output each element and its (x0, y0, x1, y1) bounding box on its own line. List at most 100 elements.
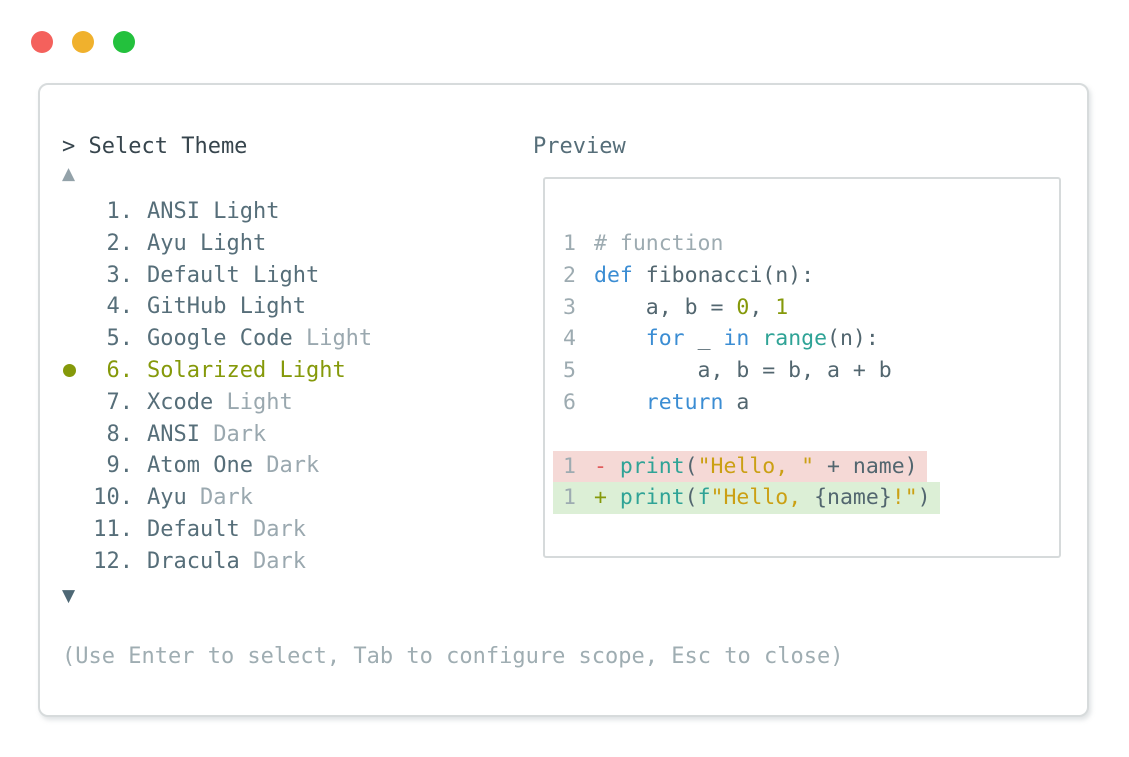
code-line: 5 a, b = b, a + b (545, 355, 1059, 387)
line-number: 6 (563, 389, 576, 415)
bullet-placeholder (56, 228, 82, 260)
selected-bullet-icon (56, 355, 82, 387)
zoom-button[interactable] (113, 31, 135, 53)
bullet-placeholder (56, 450, 82, 482)
bullet-placeholder (56, 514, 82, 546)
code-token-function: print (619, 485, 685, 511)
code-token-plain: ( (684, 453, 698, 479)
code-token-plain: {name} (814, 485, 892, 511)
theme-list-item[interactable]: 11. Default Dark (40, 514, 520, 546)
code-token-keyword: for (645, 326, 685, 352)
code-line: 1 # function (545, 228, 1059, 260)
theme-list-item[interactable]: 3. Default Light (40, 260, 520, 292)
code-token-string: !" (891, 485, 918, 511)
theme-item-label: Ayu Light (147, 230, 267, 256)
code-token-keyword: def (594, 262, 633, 288)
code-token-keyword: in (723, 326, 750, 352)
theme-item-label: Default Light (147, 262, 320, 288)
theme-item-label: Dracula Dark (147, 548, 306, 574)
code-token-function: f (697, 485, 711, 511)
code-token-plain: (n): (827, 326, 879, 352)
theme-list-item[interactable]: 5.Google Code Light (40, 323, 520, 355)
bullet-placeholder (56, 482, 82, 514)
theme-item-number: 3. (106, 262, 134, 288)
theme-item-label: Xcode Light (147, 389, 293, 415)
theme-list-item[interactable]: 10. Ayu Dark (40, 482, 520, 514)
theme-list-item[interactable]: 6. Solarized Light (40, 355, 520, 387)
theme-item-number: 1. (106, 199, 134, 224)
code-token-plain (749, 326, 762, 351)
code-line: 4 for _ in range(n): (545, 323, 1059, 355)
code-block: 1 # function 2 def fibonacci(n): 3 a, b = 0,… (545, 179, 1059, 515)
code-line: 3 a, b = 0, 1 (545, 292, 1059, 324)
theme-list-item[interactable]: 1.ANSI Light (40, 196, 520, 228)
line-number: 1 (563, 453, 576, 479)
code-token-plain (594, 326, 646, 351)
line-number: 1 (563, 231, 576, 256)
theme-list-item[interactable]: 2.Ayu Light (40, 228, 520, 260)
theme-item-label: Atom One Dark (147, 453, 320, 479)
bullet-placeholder (56, 546, 82, 578)
theme-item-number: 12. (93, 548, 133, 574)
theme-item-number: 4. (106, 294, 134, 320)
scroll-down-icon[interactable]: ▼ (62, 586, 76, 606)
code-token-plain: ) (917, 485, 931, 511)
diff-added-line: 1+ print(f"Hello, {name}!") (545, 482, 1059, 515)
code-blank-line (545, 419, 1059, 451)
bullet-placeholder (56, 387, 82, 419)
scroll-up-icon[interactable]: ▲ (62, 164, 76, 184)
code-token-plain: fibonacci(n): (632, 262, 815, 288)
code-line: 2 def fibonacci(n): (545, 260, 1059, 292)
theme-list-item[interactable]: 4. GitHub Light (40, 291, 520, 323)
code-preview-box: 1 # function 2 def fibonacci(n): 3 a, b = 0,… (543, 177, 1061, 558)
code-token-keyword: return (645, 389, 724, 415)
line-number: 2 (563, 262, 576, 288)
select-theme-prompt: > Select Theme (62, 134, 248, 159)
theme-list-item[interactable]: 8.ANSI Dark (40, 419, 520, 451)
theme-item-number: 11. (93, 516, 133, 542)
window-controls (31, 31, 135, 53)
theme-list-item[interactable]: 9. Atom One Dark (40, 450, 520, 482)
line-number: 4 (563, 326, 576, 352)
theme-item-label: Default Dark (147, 516, 306, 542)
code-token-number: 1 (775, 294, 789, 320)
code-token-string: "Hello, (710, 485, 815, 511)
code-token-plain (594, 390, 646, 415)
line-number: 3 (563, 294, 576, 320)
code-token-comment: # function (594, 231, 724, 256)
code-token-number: 0 (736, 294, 750, 320)
bullet-placeholder (56, 291, 82, 323)
line-number: 1 (563, 485, 576, 511)
diff-removed-line: 1- print("Hello, " + name) (545, 450, 1059, 483)
code-token-plain: + name) (814, 453, 918, 479)
theme-item-number: 6. (106, 357, 134, 383)
theme-item-number: 10. (93, 485, 133, 511)
minimize-button[interactable] (72, 31, 94, 53)
theme-item-number: 9. (106, 453, 134, 479)
theme-item-label: GitHub Light (147, 294, 306, 320)
code-token-function: print (619, 453, 685, 479)
code-token-function: range (762, 326, 828, 352)
code-token-plain: a, b = (594, 294, 737, 320)
code-line: 6 return a (545, 387, 1059, 419)
bullet-placeholder (56, 196, 82, 228)
theme-item-number: 7. (106, 389, 134, 415)
code-token-diff_minus: - (594, 453, 620, 479)
theme-list-item[interactable]: 12. Dracula Dark (40, 546, 520, 578)
theme-item-number: 8. (106, 421, 134, 447)
close-button[interactable] (31, 31, 53, 53)
bullet-placeholder (56, 323, 82, 355)
code-token-plain: _ (684, 326, 724, 352)
theme-item-label: Solarized Light (147, 357, 346, 383)
keyboard-hint: (Use Enter to select, Tab to configure s… (62, 644, 844, 669)
code-token-plain: , (749, 294, 776, 320)
preview-title: Preview (533, 134, 626, 159)
bullet-placeholder (56, 419, 82, 451)
theme-item-label: Ayu Dark (147, 485, 253, 511)
theme-list-item[interactable]: 7. Xcode Light (40, 387, 520, 419)
code-token-plain: ( (684, 485, 698, 511)
code-token-string: "Hello, " (697, 453, 815, 479)
bullet-placeholder (56, 260, 82, 292)
